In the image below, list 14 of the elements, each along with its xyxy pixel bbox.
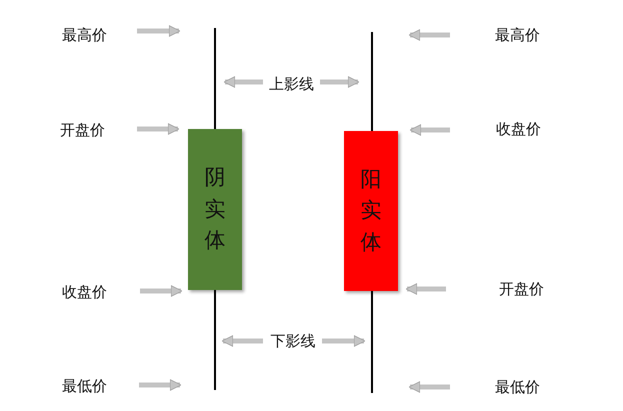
price-label: 上影线 [268, 74, 315, 94]
price-label: 最高价 [62, 25, 108, 45]
price-label: 最低价 [494, 377, 540, 397]
price-label: 最低价 [62, 376, 108, 396]
price-label: 收盘价 [495, 119, 541, 139]
price-label: 开盘价 [60, 120, 106, 140]
body-label: 阴实体 [204, 164, 226, 254]
price-label: 下影线 [270, 331, 316, 351]
price-label: 开盘价 [498, 279, 544, 299]
body-label: 阳实体 [360, 166, 382, 256]
candle-body [188, 129, 242, 290]
price-label: 收盘价 [62, 282, 108, 302]
candle-body [344, 131, 398, 291]
price-label: 最高价 [494, 25, 540, 45]
